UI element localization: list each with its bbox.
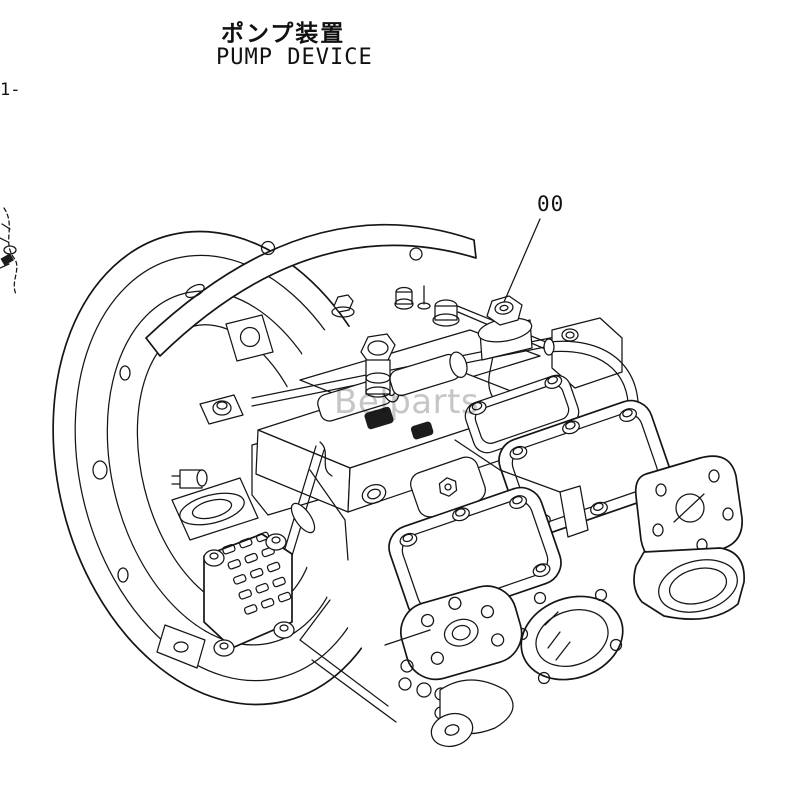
end-flange-plate	[634, 455, 743, 564]
pump-cover-small	[464, 373, 580, 454]
end-housing	[633, 547, 745, 620]
edge-fragment-part	[0, 207, 18, 295]
top-mounting-bracket	[145, 223, 477, 357]
callout-00-leader-line	[503, 218, 541, 303]
body-edges	[299, 439, 561, 641]
pipe-fittings	[331, 285, 460, 398]
page-title-japanese: ポンプ装置	[221, 21, 346, 47]
pump-section-face	[410, 456, 486, 518]
callout-label-00: 00	[537, 192, 565, 216]
bolt-circle-face	[299, 585, 523, 748]
page-edge-label: 1-	[0, 80, 21, 100]
watermark-text: Belparts	[334, 382, 480, 422]
page-title-english: PUMP DEVICE	[216, 45, 373, 70]
hex-plug	[477, 295, 533, 361]
regulator-block	[171, 469, 295, 657]
